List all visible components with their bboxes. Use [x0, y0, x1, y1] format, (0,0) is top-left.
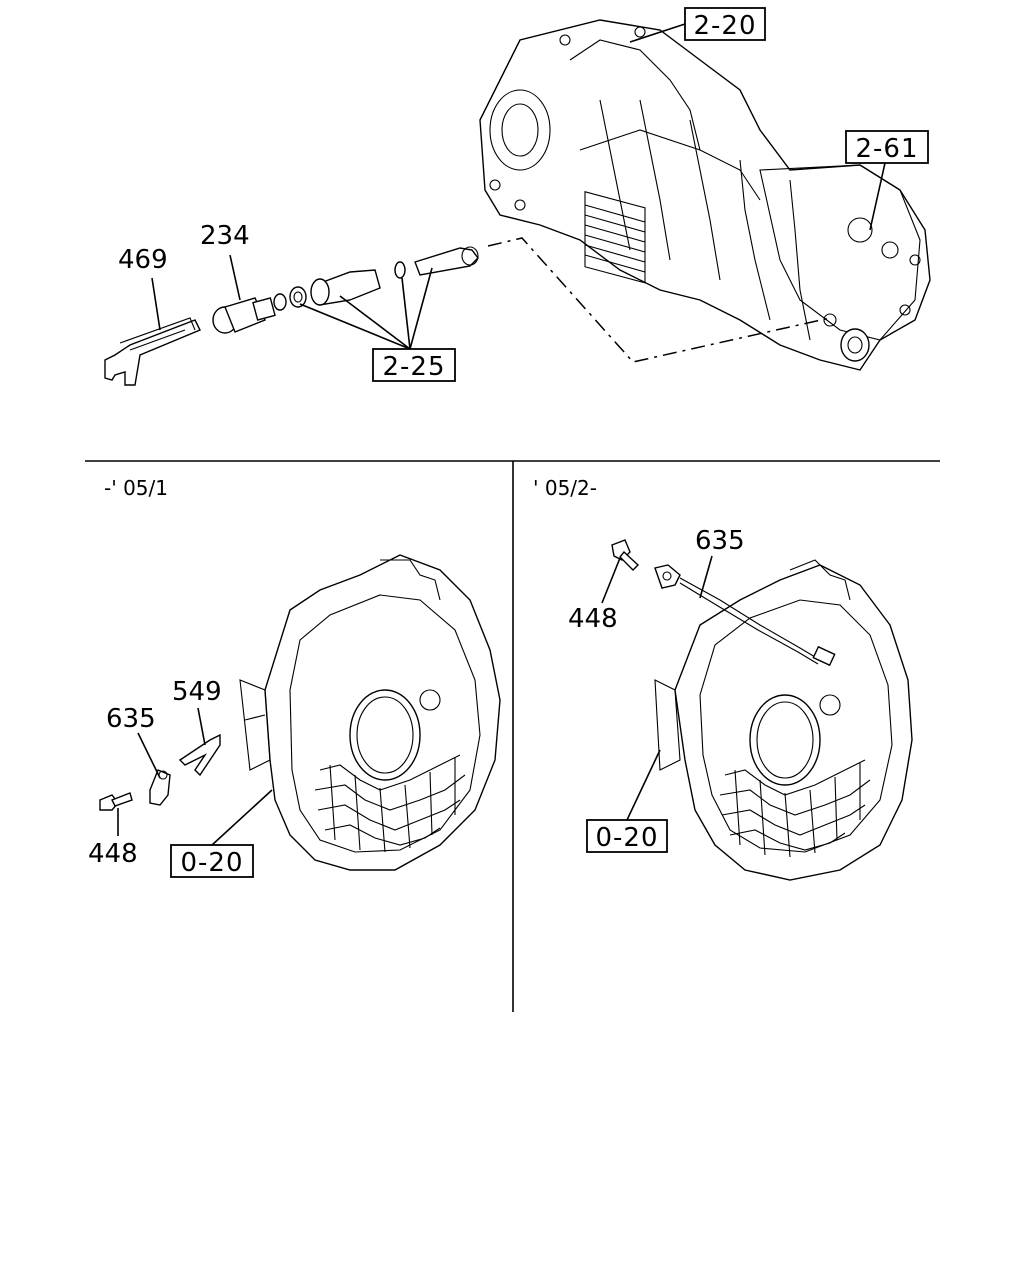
bracket-469: [104, 317, 201, 386]
leaders-2-25: [299, 267, 433, 350]
label-448-right: 448: [568, 604, 618, 634]
sensor-234: [212, 293, 287, 334]
honeycomb-grid-right: [719, 759, 871, 858]
leader-635-right: [699, 555, 713, 599]
callout-2-20[interactable]: 2-20: [684, 7, 766, 41]
callout-2-61[interactable]: 2-61: [845, 130, 929, 164]
sensor-635-right: [654, 564, 836, 667]
label-635-right: 635: [695, 526, 745, 556]
leader-549: [197, 707, 206, 746]
section-label-left: -' 05/1: [104, 476, 168, 500]
leader-234: [229, 254, 241, 301]
callout-2-25-text: 2-25: [382, 352, 445, 382]
sleeve-parts: [289, 246, 479, 308]
leader-2-61: [869, 162, 886, 231]
leader-448-right: [601, 557, 621, 604]
clip-549: [178, 733, 221, 777]
callout-0-20-right[interactable]: 0-20: [586, 819, 668, 853]
transmission-assembly: [479, 19, 931, 371]
callout-0-20-left-text: 0-20: [180, 848, 243, 878]
flywheel-housing-left: [239, 554, 501, 871]
callout-2-20-text: 2-20: [693, 11, 756, 41]
label-635-left: 635: [106, 704, 156, 734]
leader-0-20-left: [211, 789, 273, 846]
locator-leader: [487, 237, 831, 363]
flywheel-housing-right: [654, 559, 913, 881]
callout-0-20-right-text: 0-20: [595, 823, 658, 853]
leader-2-20: [629, 23, 686, 43]
label-469: 469: [118, 245, 168, 275]
callout-2-25[interactable]: 2-25: [372, 348, 456, 382]
label-549: 549: [172, 677, 222, 707]
label-448-left: 448: [88, 839, 138, 869]
honeycomb-grid-left: [314, 754, 466, 853]
callout-0-20-left[interactable]: 0-20: [170, 844, 254, 878]
bolt-448-left: [99, 792, 133, 811]
leader-635-left: [137, 732, 161, 779]
leader-469: [151, 277, 161, 331]
label-234: 234: [200, 221, 250, 251]
bolt-448-right: [611, 539, 640, 571]
sensor-635-left: [149, 769, 171, 806]
section-label-right: ' 05/2-: [533, 476, 597, 500]
callout-2-61-text: 2-61: [855, 134, 918, 164]
side-cover-grid: [584, 191, 646, 284]
leader-0-20-right: [626, 749, 661, 821]
